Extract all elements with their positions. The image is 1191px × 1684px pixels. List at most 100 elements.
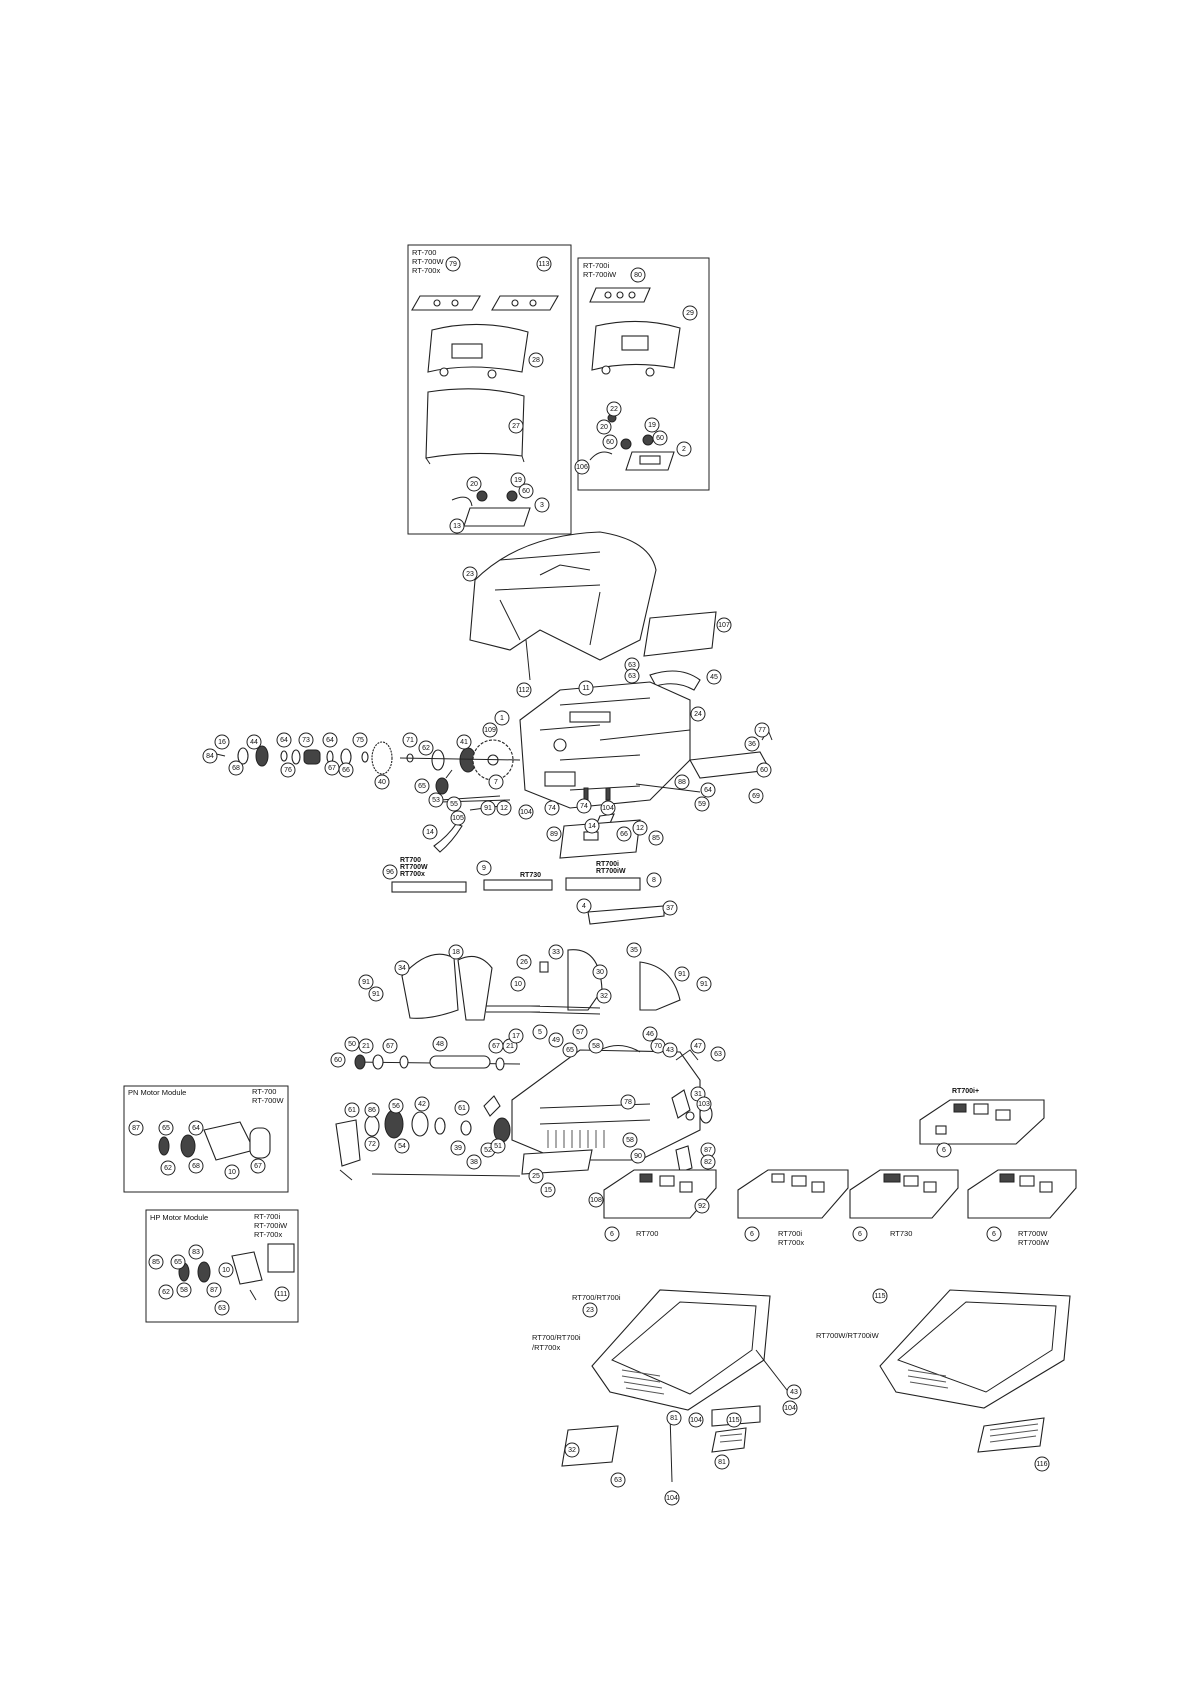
board-rt700w-label-2: RT700iW (1018, 1238, 1050, 1247)
callout-bubble (298, 732, 314, 748)
callout-number: 19 (514, 477, 522, 484)
callout-number: 70 (654, 1043, 662, 1050)
pn-motor-model-1: RT-700 (252, 1087, 276, 1096)
callout-c14: 19 (644, 417, 660, 433)
callout-c97: 58 (588, 1038, 604, 1054)
callout-c42: 66 (338, 762, 354, 778)
right-lower-parts (671, 1049, 713, 1173)
callout-number: 6 (610, 1231, 614, 1238)
callout-bubble (482, 722, 498, 738)
callout-number: 74 (580, 803, 588, 810)
callout-bubble (494, 710, 510, 726)
callout-c40: 76 (280, 762, 296, 778)
board-rt700iplus-label: RT700i+ (952, 1088, 979, 1095)
callout-bubble (466, 476, 482, 492)
callout-c157: 116 (1034, 1456, 1050, 1472)
board-rt700w-label-1: RT700W (1018, 1229, 1048, 1238)
callout-bubble (690, 706, 706, 722)
callout-number: 41 (460, 739, 468, 746)
callout-bubble (188, 1244, 204, 1260)
callout-number: 20 (470, 481, 478, 488)
callout-number: 63 (714, 1051, 722, 1058)
callout-bubble (584, 818, 600, 834)
callout-number: 60 (334, 1057, 342, 1064)
callout-bubble (666, 1410, 682, 1426)
keypad-overlay-113 (491, 295, 559, 311)
callout-number: 42 (418, 1101, 426, 1108)
callout-number: 33 (552, 949, 560, 956)
callout-c82: 26 (516, 954, 532, 970)
callout-number: 28 (532, 357, 540, 364)
callout-bubble (364, 1102, 380, 1118)
callout-number: 7 (494, 779, 498, 786)
callout-number: 67 (328, 765, 336, 772)
hp-motor-model-1: RT-700i (254, 1212, 280, 1221)
callout-c22: 11 (578, 680, 594, 696)
callout-bubble (414, 778, 430, 794)
pn-motor-module-box: PN Motor Module RT-700 RT-700W (123, 1085, 289, 1193)
callout-number: 12 (500, 805, 508, 812)
callout-c106: 42 (414, 1096, 430, 1112)
callout-c19: 23 (462, 566, 478, 582)
callout-number: 69 (752, 793, 760, 800)
callout-number: 43 (790, 1389, 798, 1396)
callout-c8: 3 (534, 497, 550, 513)
callout-bubble (170, 1254, 186, 1270)
board-rt700w: RT700W RT700iW (967, 1169, 1077, 1247)
callout-bubble (228, 760, 244, 776)
callout-c61: 59 (694, 796, 710, 812)
callout-number: 66 (342, 767, 350, 774)
callout-c33: 71 (402, 732, 418, 748)
callout-bubble (414, 1096, 430, 1112)
callout-number: 113 (538, 261, 549, 268)
callout-bubble (394, 1138, 410, 1154)
callout-bubble (674, 966, 690, 982)
top-cover-23 (469, 531, 657, 681)
callout-number: 116 (1036, 1461, 1047, 1468)
callout-c118: 58 (622, 1132, 638, 1148)
callout-c95: 57 (572, 1024, 588, 1040)
callout-c151: 104 (688, 1412, 704, 1428)
callout-bubble (576, 798, 592, 814)
callout-c102: 63 (710, 1046, 726, 1062)
callout-bubble (382, 864, 398, 880)
callout-c16: 60 (652, 430, 668, 446)
callout-bubble (540, 1182, 556, 1198)
callout-number: 68 (192, 1163, 200, 1170)
callout-bubble (682, 305, 698, 321)
callout-bubble (662, 900, 678, 916)
callout-c5: 20 (466, 476, 482, 492)
callout-number: 85 (652, 835, 660, 842)
callout-bubble (562, 1042, 578, 1058)
callout-bubble (218, 1262, 234, 1278)
callout-bubble (696, 976, 712, 992)
callout-number: 51 (494, 1143, 502, 1150)
callout-c68: 96 (382, 864, 398, 880)
callout-number: 62 (422, 745, 430, 752)
callout-c27: 16 (214, 734, 230, 750)
plate-a-label-3: RT700x (400, 871, 425, 878)
callout-c88: 67 (382, 1038, 398, 1054)
side-plate-34 (401, 953, 459, 1019)
callout-number: 27 (512, 423, 520, 430)
callout-c143: 6 (986, 1226, 1002, 1242)
callout-bubble (610, 1472, 626, 1488)
callout-bubble (642, 1026, 658, 1042)
callout-c37: 109 (482, 722, 498, 738)
callout-c146: 23 (582, 1302, 598, 1318)
callout-number: 84 (206, 753, 214, 760)
callout-bubble (344, 1102, 360, 1118)
callout-number: 67 (492, 1043, 500, 1050)
callout-c93: 5 (532, 1024, 548, 1040)
callout-number: 18 (452, 949, 460, 956)
callout-number: 67 (386, 1043, 394, 1050)
callout-c54: 104 (600, 800, 616, 816)
callout-number: 16 (218, 739, 226, 746)
callout-c65: 66 (616, 826, 632, 842)
callout-c41: 67 (324, 760, 340, 776)
keypad-overlay-79 (411, 295, 481, 311)
callout-bubble (496, 800, 512, 816)
callout-bubble (480, 800, 496, 816)
callout-number: 23 (466, 571, 474, 578)
callout-c85: 60 (330, 1052, 346, 1068)
